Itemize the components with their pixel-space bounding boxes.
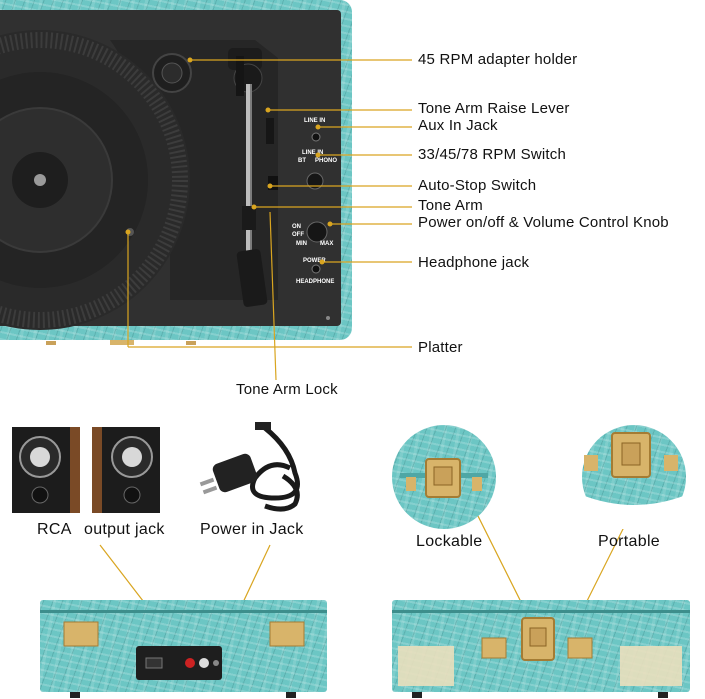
panel-line-in-switch: LINE IN	[302, 150, 324, 156]
label-power-in: Power in Jack	[200, 521, 304, 538]
panel-line-in-top: LINE IN	[304, 118, 326, 124]
label-output-jack: output jack	[84, 521, 165, 538]
panel-max: MAX	[320, 241, 334, 247]
turntable-deck-art	[0, 30, 330, 345]
label-adapter-holder: 45 RPM adapter holder	[418, 51, 578, 68]
label-portable: Portable	[598, 533, 660, 550]
platter	[0, 30, 190, 330]
label-auto-stop: Auto-Stop Switch	[418, 177, 537, 194]
case-back-hardware	[40, 610, 327, 698]
lockable-latch	[400, 458, 488, 498]
portable-latch	[582, 432, 686, 529]
label-raise-lever: Tone Arm Raise Lever	[418, 100, 570, 117]
panel-phono: PHONO	[315, 158, 338, 164]
label-rca: RCA	[37, 521, 72, 538]
case-front-hardware	[392, 610, 690, 698]
label-platter: Platter	[418, 339, 463, 356]
panel-on: ON	[292, 224, 301, 230]
label-lockable: Lockable	[416, 533, 483, 550]
panel-bt: BT	[298, 158, 306, 164]
power-adapter-image	[199, 422, 300, 512]
panel-power: POWER	[303, 258, 326, 264]
speakers-image	[12, 427, 160, 513]
panel-headphone: HEADPHONE	[296, 279, 335, 285]
label-headphone-jack: Headphone jack	[418, 254, 530, 271]
panel-min: MIN	[296, 241, 307, 247]
panel-off: OFF	[292, 232, 304, 238]
label-rpm-switch: 33/45/78 RPM Switch	[418, 146, 567, 163]
label-aux-in: Aux In Jack	[418, 117, 498, 134]
label-tone-arm-lock: Tone Arm Lock	[236, 381, 338, 398]
label-tone-arm: Tone Arm	[418, 197, 483, 214]
label-power-volume: Power on/off & Volume Control Knob	[418, 214, 669, 231]
